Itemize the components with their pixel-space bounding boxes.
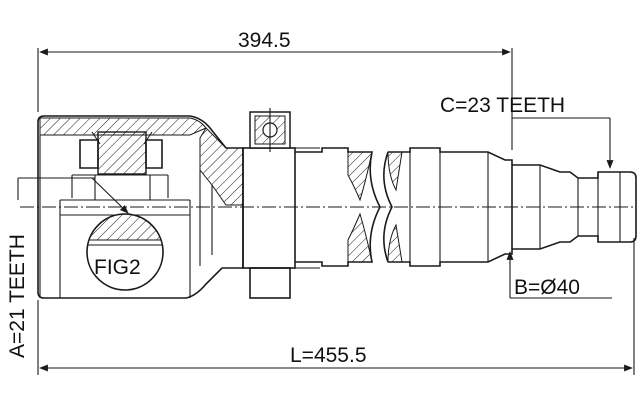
joint-housing (17, 115, 244, 299)
label-b-diameter: B=Ø40 (506, 251, 612, 299)
spline-c-label: C=23 TEETH (440, 94, 565, 117)
fig2-label: FIG2 (94, 256, 141, 279)
dimension-label-top: 394.5 (238, 29, 291, 52)
top-dimension: 394.5 (37, 29, 513, 150)
dimension-label-bottom: L=455.5 (290, 344, 367, 367)
fig2-leader (91, 177, 129, 214)
shaft-b-label: B=Ø40 (514, 276, 580, 299)
bottom-dimension: L=455.5 (37, 238, 635, 375)
roller-section (97, 131, 147, 175)
spline-a-label: A=21 TEETH (6, 234, 29, 358)
label-c-teeth: C=23 TEETH (440, 94, 614, 169)
bearing-flange (242, 108, 320, 299)
main-shaft (295, 147, 513, 267)
spline-end (512, 164, 637, 250)
fig2-detail: FIG2 (86, 177, 164, 291)
